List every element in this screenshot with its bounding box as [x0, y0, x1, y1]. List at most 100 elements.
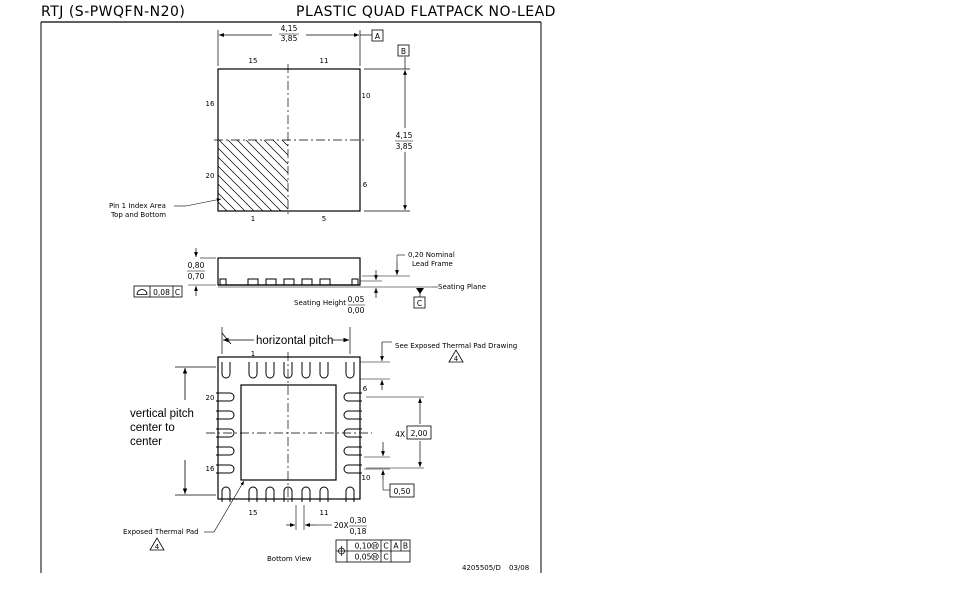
hatch-line [218, 165, 264, 211]
bottom-pin-10: 10 [362, 474, 371, 482]
lead-right [343, 446, 362, 456]
hatch-line [218, 174, 255, 211]
side-lead [351, 278, 359, 285]
lead-frame-line1: 0,20 Nominal [408, 251, 455, 259]
lead-bottom [319, 486, 329, 502]
lead-bottom [248, 486, 258, 502]
bottom-pin-1: 1 [251, 350, 255, 358]
datum-b-label: B [401, 47, 406, 56]
fcf-row1-d1: C [383, 542, 388, 551]
thickness-min: 0,70 [188, 272, 205, 281]
height-dim-max: 4,15 [396, 131, 413, 140]
mmc-icon-row2 [371, 553, 379, 561]
hatch-line [227, 140, 288, 201]
lead-width-max: 0,30 [350, 516, 367, 525]
side-lead [247, 278, 259, 285]
hatch-line [245, 140, 288, 183]
datum-c-triangle [416, 288, 424, 294]
lead-corner [345, 486, 355, 502]
vertical-pitch-line2: center to [130, 422, 175, 434]
side-leads [219, 278, 359, 285]
hatch-line [254, 140, 288, 174]
package-name: PLASTIC QUAD FLATPACK NO-LEAD [296, 4, 556, 20]
drawing-number: 4205505/D [462, 564, 501, 572]
package-body-bottom [217, 356, 361, 500]
flatness-datum: C [175, 288, 180, 297]
lead-top [248, 362, 258, 379]
datum-a-label: A [375, 32, 381, 41]
height-dim-min: 3,85 [396, 142, 413, 151]
hatch-line [218, 156, 273, 211]
datum-c-label: C [417, 299, 422, 308]
hatch-line [218, 183, 246, 211]
side-lead [219, 278, 227, 285]
vertical-pitch-line3: center [130, 436, 162, 448]
fcf-row1-tol: 0,10 [355, 542, 372, 551]
lead-top [301, 362, 311, 379]
side-lead [283, 278, 295, 285]
thickness-max: 0,80 [188, 261, 205, 270]
top-pin-6: 6 [363, 181, 368, 189]
top-pin-1: 1 [251, 215, 255, 223]
lead-top [319, 362, 329, 379]
lead-bottom [265, 486, 275, 502]
hpitch-slash [221, 332, 232, 345]
bottom-pin-11: 11 [320, 509, 329, 517]
hatch-line [291, 140, 362, 211]
flatness-frame [133, 285, 183, 298]
lead-right [343, 428, 362, 438]
top-pin-20: 20 [206, 172, 215, 180]
seating-plane-label: Seating Plane [438, 283, 486, 291]
hatch-line [218, 147, 282, 211]
package-code: RTJ (S-PWQFN-N20) [41, 4, 186, 20]
pitch-count: 4X [395, 430, 405, 439]
note-4-triangle [448, 349, 464, 363]
pitch-basic-box [406, 425, 432, 440]
pin1-leader-b [185, 198, 222, 207]
lead-top [265, 362, 275, 379]
top-pin-5: 5 [322, 215, 326, 223]
bottom-view: horizontal pitch vertical pitch center t… [123, 327, 517, 563]
lead-width-count: 20X [334, 521, 349, 530]
note-4-ref: 4 [454, 355, 459, 363]
lead-left [216, 464, 235, 474]
pin1-label-line1: Pin 1 Index Area [109, 202, 166, 210]
lead-frame-line2: Lead Frame [412, 260, 453, 268]
side-view: 0,80 0,70 0,08 C 0,20 Nominal Lead Frame… [133, 248, 486, 315]
seating-height-max: 0,05 [348, 295, 365, 304]
profile-surface-icon [136, 289, 148, 295]
exposed-pad-label: Exposed Thermal Pad [123, 528, 199, 536]
lead-left [216, 428, 235, 438]
lead-bottom [301, 486, 311, 502]
seating-height-min: 0,00 [348, 306, 365, 315]
hatch-line [218, 201, 228, 211]
lead-top [283, 362, 293, 379]
top-pin-15: 15 [249, 57, 258, 65]
top-view: 4,15 3,85 A B 4,15 3,85 15 11 16 10 20 6… [109, 24, 413, 223]
lead-corner [221, 362, 231, 379]
package-body-side [217, 257, 361, 286]
fcf-row2-tol: 0,05 [355, 553, 372, 562]
lead-right [343, 464, 362, 474]
lead-left [216, 410, 235, 420]
width-dim-max: 4,15 [281, 24, 298, 33]
pin1-label-line2: Top and Bottom [110, 211, 166, 219]
side-lead [319, 278, 331, 285]
lead-right [343, 392, 362, 402]
lead-left [216, 392, 235, 402]
bottom-pin-16: 16 [206, 465, 215, 473]
flatness-value: 0,08 [153, 288, 170, 297]
fcf-row1-d3: B [403, 542, 408, 551]
lead-length-box [389, 483, 415, 498]
lead-corner [221, 486, 231, 502]
position-icon [336, 546, 347, 556]
hatch-line [236, 140, 288, 192]
see-pad-note: See Exposed Thermal Pad Drawing [395, 342, 517, 350]
top-pin-16: 16 [206, 100, 215, 108]
note-4-ref-pad: 4 [155, 543, 160, 551]
fcf-row2-d1: C [383, 553, 388, 562]
horizontal-pitch-label: horizontal pitch [256, 335, 333, 347]
top-pin-11: 11 [320, 57, 329, 65]
bottom-pin-15: 15 [249, 509, 258, 517]
bottom-pin-20: 20 [206, 394, 215, 402]
